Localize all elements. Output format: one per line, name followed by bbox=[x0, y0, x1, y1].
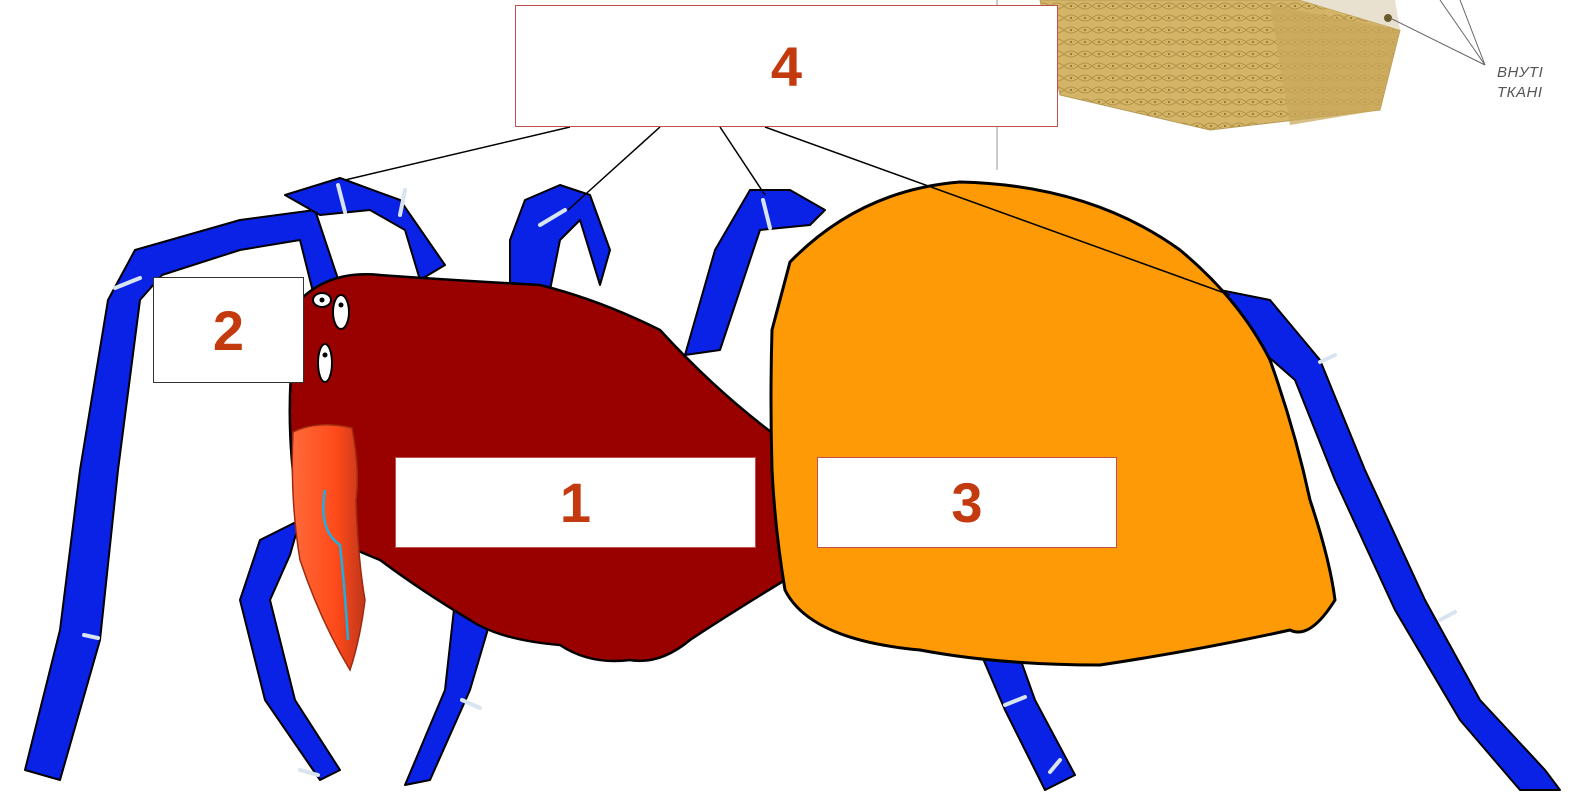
leg-third bbox=[684, 189, 826, 356]
leg-second bbox=[509, 184, 611, 291]
inset-caption-line-1: ВНУТІ bbox=[1497, 64, 1544, 81]
leg-right-back bbox=[1219, 289, 1561, 791]
leg-left-upper bbox=[284, 177, 446, 281]
chelicera bbox=[291, 424, 366, 672]
leg-left-lower bbox=[239, 519, 341, 781]
abdomen bbox=[769, 180, 1337, 667]
label-number-1: 1 bbox=[559, 471, 592, 534]
eye-3 bbox=[317, 343, 333, 383]
spider-legs bbox=[24, 177, 1561, 791]
label-number-4: 4 bbox=[770, 34, 803, 98]
pointer-line-1 bbox=[344, 126, 571, 181]
label-box-abdomen[interactable]: 3 bbox=[817, 457, 1117, 548]
pointer-line-2 bbox=[567, 126, 661, 211]
tissue-inset bbox=[996, 0, 1486, 170]
label-box-chelicera[interactable]: 2 bbox=[153, 277, 304, 383]
leg-joints bbox=[82, 183, 1457, 777]
pointer-line-3 bbox=[719, 126, 766, 196]
label-number-2: 2 bbox=[212, 298, 245, 362]
label-number-3: 3 bbox=[951, 471, 983, 534]
pointer-line-4 bbox=[764, 126, 1231, 296]
leg-left-front bbox=[24, 209, 346, 781]
inset-caption-line-2: ТКАНІ bbox=[1497, 84, 1543, 101]
label-box-cephalothorax[interactable]: 1 bbox=[395, 457, 756, 548]
pointer-lines bbox=[344, 126, 1231, 296]
label-box-legs[interactable]: 4 bbox=[515, 5, 1058, 127]
eye-2 bbox=[332, 294, 350, 330]
